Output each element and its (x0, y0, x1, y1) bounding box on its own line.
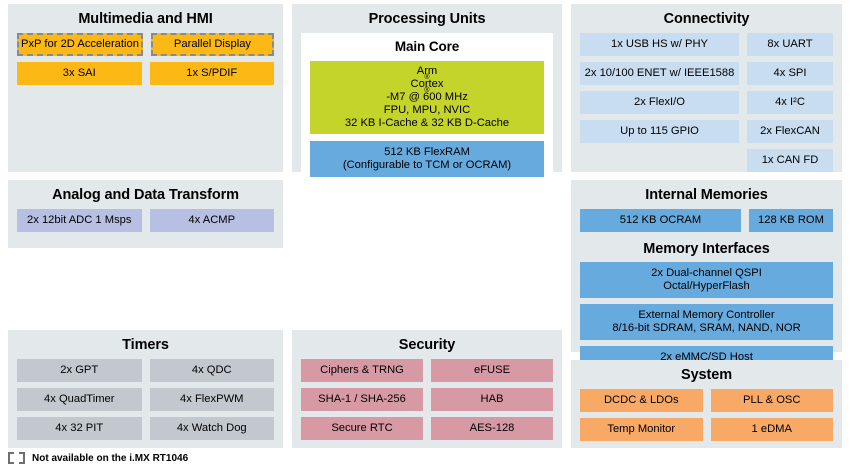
core-line-1: Arm® Cortex®-M7 @ 600 MHz (386, 65, 468, 103)
block-uart[interactable]: 8x UART (747, 33, 833, 56)
main-core-title: Main Core (394, 39, 460, 54)
block-arm-cortex-m7[interactable]: Arm® Cortex®-M7 @ 600 MHz FPU, MPU, NVIC… (310, 61, 544, 134)
core-line1-pre: Arm (416, 65, 438, 77)
security-row-3: Secure RTC AES-128 (292, 417, 562, 446)
block-spdif[interactable]: 1x S/PDIF (149, 62, 274, 85)
emc-line-1: External Memory Controller (638, 309, 775, 321)
block-pxp-2d-acceleration[interactable]: PxP for 2D Acceleration (17, 33, 143, 56)
panel-title-analog: Analog and Data Transform (52, 187, 239, 203)
block-flexpwm[interactable]: 4x FlexPWM (149, 388, 274, 411)
core-line-2: FPU, MPU, NVIC (383, 104, 471, 116)
timers-row-1: 2x GPT 4x QDC (8, 359, 283, 388)
panel-title-security: Security (398, 337, 456, 353)
emc-row: External Memory Controller 8/16-bit SDRA… (571, 304, 842, 346)
block-ocram[interactable]: 512 KB OCRAM (580, 209, 741, 232)
panel-multimedia-and-hmi: Multimedia and HMI PxP for 2D Accelerati… (8, 4, 283, 172)
block-hab[interactable]: HAB (431, 388, 553, 411)
block-sai[interactable]: 3x SAI (17, 62, 142, 85)
timers-row-3: 4x 32 PIT 4x Watch Dog (8, 417, 283, 446)
block-external-memory-controller[interactable]: External Memory Controller 8/16-bit SDRA… (580, 304, 833, 340)
block-secure-rtc[interactable]: Secure RTC (301, 417, 423, 440)
panel-title-connectivity: Connectivity (663, 11, 750, 27)
timers-row-2: 4x QuadTimer 4x FlexPWM (8, 388, 283, 417)
block-enet-ieee1588[interactable]: 2x 10/100 ENET w/ IEEE1588 (580, 62, 739, 85)
block-acmp[interactable]: 4x ACMP (149, 209, 274, 232)
security-row-2: SHA-1 / SHA-256 HAB (292, 388, 562, 417)
panel-title-memory-interfaces: Memory Interfaces (643, 241, 770, 257)
block-gpio[interactable]: Up to 115 GPIO (580, 120, 739, 143)
panel-title-system: System (681, 367, 732, 383)
block-efuse[interactable]: eFUSE (431, 359, 553, 382)
analog-row: 2x 12bit ADC 1 Msps 4x ACMP (8, 209, 283, 238)
block-pit[interactable]: 4x 32 PIT (17, 417, 142, 440)
block-gpt[interactable]: 2x GPT (17, 359, 142, 382)
core-line1-post: -M7 @ 600 MHz (386, 91, 468, 103)
block-flexram[interactable]: 512 KB FlexRAM (Configurable to TCM or O… (310, 141, 544, 177)
flexram-row: 512 KB FlexRAM (Configurable to TCM or O… (301, 141, 553, 184)
block-usb-hs-phy[interactable]: 1x USB HS w/ PHY (580, 33, 739, 56)
flexram-line-1: 512 KB FlexRAM (384, 146, 470, 158)
block-qdc[interactable]: 4x QDC (149, 359, 274, 382)
panel-timers: Timers 2x GPT 4x QDC 4x QuadTimer 4x Fle… (8, 330, 283, 448)
block-adc[interactable]: 2x 12bit ADC 1 Msps (17, 209, 142, 232)
connectivity-left-column: 1x USB HS w/ PHY 2x 10/100 ENET w/ IEEE1… (580, 33, 739, 172)
panel-system: System DCDC & LDOs PLL & OSC Temp Monito… (571, 360, 842, 448)
qspi-row: 2x Dual-channel QSPI Octal/HyperFlash (571, 262, 842, 304)
panel-title-timers: Timers (122, 337, 169, 353)
block-i2c[interactable]: 4x I²C (747, 91, 833, 114)
panel-security: Security Ciphers & TRNG eFUSE SHA-1 / SH… (292, 330, 562, 448)
core-row: Arm® Cortex®-M7 @ 600 MHz FPU, MPU, NVIC… (301, 61, 553, 141)
block-ciphers-trng[interactable]: Ciphers & TRNG (301, 359, 423, 382)
block-edma[interactable]: 1 eDMA (710, 418, 833, 441)
connectivity-right-column: 8x UART 4x SPI 4x I²C 2x FlexCAN 1x CAN … (747, 33, 833, 172)
block-sha[interactable]: SHA-1 / SHA-256 (301, 388, 423, 411)
system-row-1: DCDC & LDOs PLL & OSC (571, 389, 842, 418)
emc-line-2: 8/16-bit SDRAM, SRAM, NAND, NOR (612, 322, 801, 334)
block-flexio[interactable]: 2x FlexI/O (580, 91, 739, 114)
block-watch-dog[interactable]: 4x Watch Dog (149, 417, 274, 440)
panel-connectivity: Connectivity 1x USB HS w/ PHY 2x 10/100 … (571, 4, 842, 172)
security-row-1: Ciphers & TRNG eFUSE (292, 359, 562, 388)
block-aes-128[interactable]: AES-128 (431, 417, 553, 440)
core-line1-mid: Cortex (410, 78, 444, 90)
legend-footnote: Not available on the i.MX RT1046 (8, 452, 188, 464)
qspi-line-2: Octal/HyperFlash (663, 280, 750, 292)
block-qspi[interactable]: 2x Dual-channel QSPI Octal/HyperFlash (580, 262, 833, 298)
block-dcdc-ldos[interactable]: DCDC & LDOs (580, 389, 703, 412)
panel-processing-units: Processing Units Main Core Arm® Cortex®-… (292, 4, 562, 192)
core-line-3: 32 KB I-Cache & 32 KB D-Cache (344, 117, 510, 129)
system-row-2: Temp Monitor 1 eDMA (571, 418, 842, 447)
panel-internal-memories: Internal Memories 512 KB OCRAM 128 KB RO… (571, 180, 842, 369)
multimedia-row-1: PxP for 2D Acceleration Parallel Display (8, 33, 283, 62)
panel-analog-and-data-transform: Analog and Data Transform 2x 12bit ADC 1… (8, 180, 283, 248)
block-quadtimer[interactable]: 4x QuadTimer (17, 388, 142, 411)
connectivity-columns: 1x USB HS w/ PHY 2x 10/100 ENET w/ IEEE1… (571, 33, 842, 172)
block-flexcan[interactable]: 2x FlexCAN (747, 120, 833, 143)
main-core-card: Main Core Arm® Cortex®-M7 @ 600 MHz FPU,… (301, 33, 553, 192)
qspi-line-1: 2x Dual-channel QSPI (651, 267, 762, 279)
legend-footnote-text: Not available on the i.MX RT1046 (32, 452, 189, 464)
panel-title-multimedia: Multimedia and HMI (78, 11, 213, 27)
dashed-box-legend-icon (8, 452, 25, 464)
block-can-fd[interactable]: 1x CAN FD (747, 149, 833, 172)
panel-title-internal-memories: Internal Memories (645, 187, 768, 203)
block-pll-osc[interactable]: PLL & OSC (710, 389, 833, 412)
flexram-line-2: (Configurable to TCM or OCRAM) (342, 159, 512, 171)
block-rom[interactable]: 128 KB ROM (749, 209, 833, 232)
panel-title-processing-units: Processing Units (368, 11, 486, 27)
internal-memories-row: 512 KB OCRAM 128 KB ROM (571, 209, 842, 236)
block-temp-monitor[interactable]: Temp Monitor (580, 418, 703, 441)
block-spi[interactable]: 4x SPI (747, 62, 833, 85)
block-parallel-display[interactable]: Parallel Display (150, 33, 274, 56)
multimedia-row-2: 3x SAI 1x S/PDIF (8, 62, 283, 91)
